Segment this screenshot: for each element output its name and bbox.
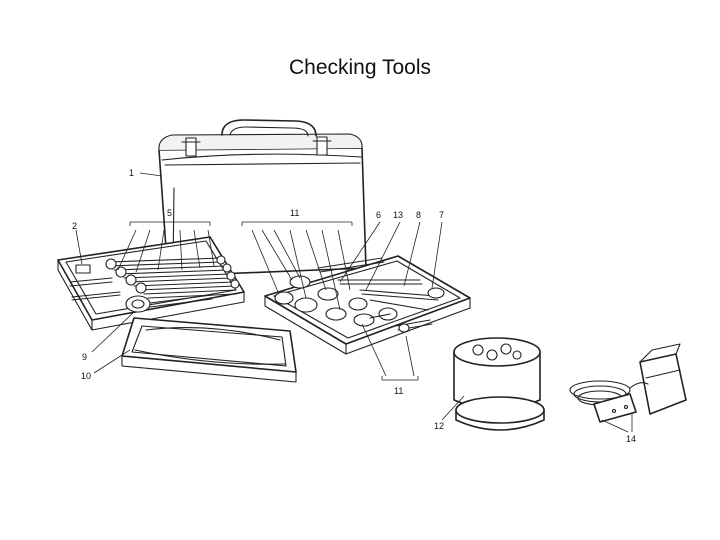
callout-5: 5 [167, 208, 172, 218]
leader-lines [75, 172, 633, 433]
page-title: Checking Tools [288, 56, 432, 79]
callout-13: 13 [393, 210, 403, 220]
callout-12: 12 [434, 421, 444, 431]
rubber-pad [121, 317, 297, 383]
cable-pouch [569, 343, 687, 423]
callout-9: 9 [82, 352, 87, 362]
parts-container [453, 337, 545, 431]
gauge-tray [264, 255, 471, 355]
callout-8: 8 [416, 210, 421, 220]
callout-6: 6 [376, 210, 381, 220]
callout-7: 7 [439, 210, 444, 220]
tool-bag [158, 119, 367, 277]
callout-2: 2 [72, 221, 77, 231]
callout-14: 14 [626, 434, 636, 444]
callout-labels: 1 2 5 6 13 8 7 11 9 10 11 12 14 [72, 168, 636, 444]
callout-1: 1 [129, 168, 134, 178]
wrench-tray [57, 236, 245, 331]
callout-10: 10 [81, 371, 91, 381]
callout-11-bottom: 11 [394, 386, 403, 396]
callout-11-top: 11 [290, 208, 299, 218]
